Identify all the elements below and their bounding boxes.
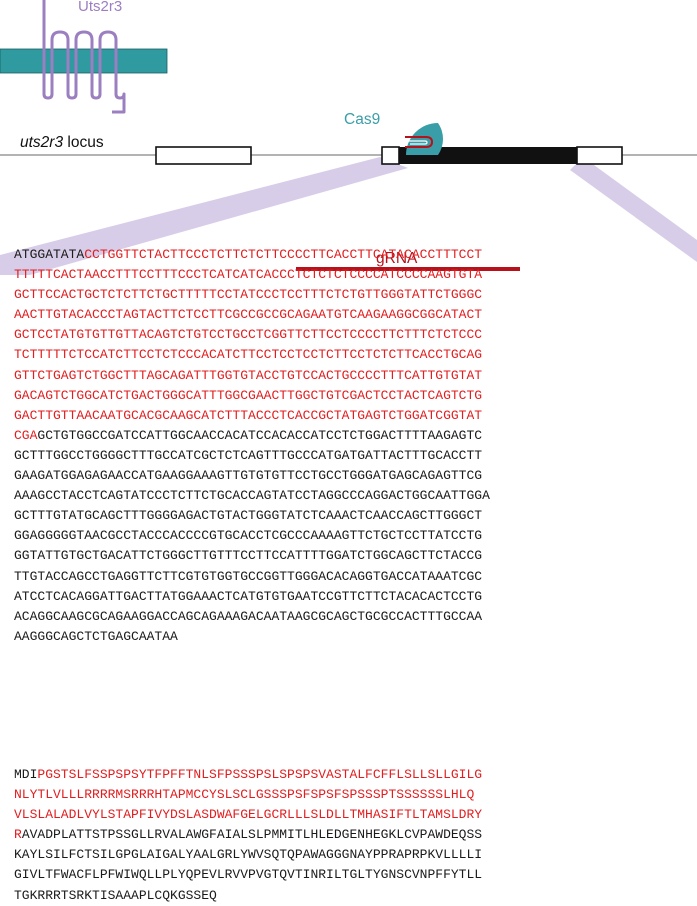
dna-sequence-line: TTGTACCAGCCTGAGGTTCTTCGTGTGGTGCCGGTTGGGA…: [14, 567, 490, 587]
dna-sequence-line: AAAGCCTACCTCAGTATCCCTCTTCTGCACCAGTATCCTA…: [14, 486, 490, 506]
highlighted-sequence: TCTTTTTCTCCATCTTCCTCTCCCACATCTTCCTCCTCCT…: [14, 347, 483, 363]
dna-sequence-line: GACAGTCTGGCATCTGACTGGGCATTTGGCGAACTTGGCT…: [14, 386, 490, 406]
dna-sequence-line: TTTTTCACTAACCTTTCCTTTCCCTCATCATCACCCTCTC…: [14, 265, 490, 285]
sequence-segment: GCTTTGGCCTGGGGCTTTGCCATCGCTCTCAGTTTGCCCA…: [14, 447, 483, 463]
dna-sequence-line: CGAGCTGTGGCCGATCCATTGGCAACCACATCCACACCAT…: [14, 426, 490, 446]
sequence-segment: GGTATTGTGCTGACATTCTGGGCTTGTTTCCTTCCATTTT…: [14, 548, 483, 564]
dna-sequence-line: GGTATTGTGCTGACATTCTGGGCTTGTTTCCTTCCATTTT…: [14, 546, 490, 566]
sequence-segment: KAYLSILFCTSILGPGLAIGALYAALGRLYWVSQTQPAWA…: [14, 847, 483, 863]
sequence-segment: ACAGGCAAGCGCAGAAGGACCAGCAGAAAGACAATAAGCG…: [14, 608, 483, 624]
sequence-segment: GAAGATGGAGAGAACCATGAAGGAAAGTTGTGTGTTCCTG…: [14, 468, 483, 484]
sequence-segment: TTGTACCAGCCTGAGGTTCTTCGTGTGGTGCCGGTTGGGA…: [14, 568, 483, 584]
grna-label: gRNA: [376, 250, 418, 267]
cas9-label: Cas9: [344, 111, 380, 128]
grna-marker-line: [296, 267, 520, 271]
highlighted-sequence: GACAGTCTGGCATCTGACTGGGCATTTGGCGAACTTGGCT…: [14, 387, 483, 403]
protein-sequence-line: NLYTLVLLLRRRRMSRRRHTAPMCCYSLSCLGSSSPSFSP…: [14, 785, 482, 805]
sequence-segment: ATCCTCACAGGATTGACTTATGGAAACTCATGTGTGAATC…: [14, 588, 483, 604]
dna-sequence-line: GCTTCCACTGCTCTCTTCTGCTTTTTCCTATCCCTCCTTT…: [14, 285, 490, 305]
sequence-segment: GCTGTGGCCGATCCATTGGCAACCACATCCACACCATCCT…: [37, 427, 483, 443]
dna-sequence-line: GTTCTGAGTCTGGCTTTAGCAGATTTGGTGTACCTGTCCA…: [14, 366, 490, 386]
protein-sequence-line: KAYLSILFCTSILGPGLAIGALYAALGRLYWVSQTQPAWA…: [14, 845, 482, 865]
protein-sequence-line: GIVLTFWACFLPFWIWQLLPLYQPEVLRVVPVGTQVTINR…: [14, 865, 482, 885]
sequence-segment: GIVLTFWACFLPFWIWQLLPLYQPEVLRVVPVGTQVTINR…: [14, 867, 483, 883]
dna-sequence-line: GCTTTGTATGCAGCTTTGGGGAGACTGTACTGGGTATCTC…: [14, 506, 490, 526]
dna-sequence-line: AAGGGCAGCTCTGAGCAATAA: [14, 627, 490, 647]
protein-sequence-line: TGKRRRTSRKTISAAAPLCQKGSSEQ: [14, 886, 482, 906]
protein-sequence-line: VLSLALADLVYLSTAPFIVYDSLASDWAFGELGCRLLLSL…: [14, 805, 482, 825]
cell-membrane: [0, 48, 168, 74]
highlighted-sequence: NLYTLVLLLRRRRMSRRRHTAPMCCYSLSCLGSSSPSFSP…: [14, 787, 475, 803]
zoom-band-right: [570, 157, 697, 262]
dna-sequence-line: TCTTTTTCTCCATCTTCCTCTCCCACATCTTCCTCCTCCT…: [14, 345, 490, 365]
dna-sequence-line: GACTTGTTAACAATGCACGCAAGCATCTTTACCCTCACCG…: [14, 406, 490, 426]
sequence-segment: TGKRRRTSRKTISAAAPLCQKGSSEQ: [14, 887, 217, 903]
dna-sequence-line: GGAGGGGGTAACGCCTACCCACCCCGTGCACCTCGCCCAA…: [14, 526, 490, 546]
dna-sequence-block: ATGGATATACCTGGTTCTACTTCCCTCTTCTCTTCCCCTT…: [14, 245, 490, 647]
exon-2-utr-left: [381, 146, 400, 165]
locus-label: uts2r3 locus: [20, 134, 104, 151]
dna-sequence-line: AACTTGTACACCCTAGTACTTCTCCTTCGCCGCCGCAGAA…: [14, 305, 490, 325]
uts2r3-receptor-icon: [42, 0, 126, 114]
highlighted-sequence: GCTCCTATGTGTTGTTACAGTCTGTCCTGCCTCGGTTCTT…: [14, 327, 483, 343]
grna-hairpin-icon: [405, 136, 434, 148]
highlighted-sequence: GACTTGTTAACAATGCACGCAAGCATCTTTACCCTCACCG…: [14, 407, 483, 423]
protein-sequence-block: MDIPGSTSLFSSPSPSYTFPFFTNLSFPSSSPSLSPSPSV…: [14, 765, 482, 906]
sequence-segment: GCTTTGTATGCAGCTTTGGGGAGACTGTACTGGGTATCTC…: [14, 508, 483, 524]
highlighted-sequence: CCTGGTTCTACTTCCCTCTTCTCTTCCCCTTCACCTTCAT…: [84, 247, 483, 262]
exon-2-coding: [399, 147, 577, 164]
highlighted-sequence: AACTTGTACACCCTAGTACTTCTCCTTCGCCGCCGCAGAA…: [14, 307, 483, 323]
highlighted-sequence: CGA: [14, 427, 38, 443]
sequence-segment: AVADPLATTSTPSSGLLRVALAWGFAIALSLPMMITLHLE…: [21, 827, 483, 843]
exon-2-utr-right: [576, 146, 623, 165]
sequence-segment: ATGGATATA: [14, 247, 85, 262]
highlighted-sequence: GTTCTGAGTCTGGCTTTAGCAGATTTGGTGTACCTGTCCA…: [14, 367, 483, 383]
sequence-segment: MDI: [14, 767, 38, 782]
highlighted-sequence: R: [14, 827, 22, 843]
dna-sequence-line: GAAGATGGAGAGAACCATGAAGGAAAGTTGTGTGTTCCTG…: [14, 466, 490, 486]
highlighted-sequence: GCTTCCACTGCTCTCTTCTGCTTTTTCCTATCCCTCCTTT…: [14, 287, 483, 303]
highlighted-sequence: PGSTSLFSSPSPSYTFPFFTNLSFPSSSPSLSPSPSVAST…: [37, 767, 483, 782]
protein-sequence-line: MDIPGSTSLFSSPSPSYTFPFFTNLSFPSSSPSLSPSPSV…: [14, 765, 482, 785]
sequence-segment: AAGGGCAGCTCTGAGCAATAA: [14, 628, 178, 644]
protein-label: Uts2r3: [78, 0, 122, 15]
highlighted-sequence: TTTTTCACTAACCTTTCCTTTCCCTCATCATCACCCTCTC…: [14, 267, 483, 283]
dna-sequence-line: GCTCCTATGTGTTGTTACAGTCTGTCCTGCCTCGGTTCTT…: [14, 325, 490, 345]
dna-sequence-line: ATCCTCACAGGATTGACTTATGGAAACTCATGTGTGAATC…: [14, 587, 490, 607]
protein-sequence-line: RAVADPLATTSTPSSGLLRVALAWGFAIALSLPMMITLHL…: [14, 825, 482, 845]
zoom-band-left: [0, 157, 408, 275]
exon-1: [155, 146, 252, 165]
dna-sequence-line: ACAGGCAAGCGCAGAAGGACCAGCAGAAAGACAATAAGCG…: [14, 607, 490, 627]
cas9-icon: [406, 123, 444, 155]
sequence-segment: GGAGGGGGTAACGCCTACCCACCCCGTGCACCTCGCCCAA…: [14, 528, 483, 544]
grna-hairpin-inner: [405, 140, 428, 145]
sequence-segment: AAAGCCTACCTCAGTATCCCTCTTCTGCACCAGTATCCTA…: [14, 488, 490, 504]
dna-sequence-line: GCTTTGGCCTGGGGCTTTGCCATCGCTCTCAGTTTGCCCA…: [14, 446, 490, 466]
uts2r3-locus-diagram: Uts2r3 uts2r3 locus Cas9 gRNA: [0, 0, 697, 275]
dna-sequence-line: ATGGATATACCTGGTTCTACTTCCCTCTTCTCTTCCCCTT…: [14, 245, 490, 265]
highlighted-sequence: VLSLALADLVYLSTAPFIVYDSLASDWAFGELGCRLLLSL…: [14, 807, 483, 823]
